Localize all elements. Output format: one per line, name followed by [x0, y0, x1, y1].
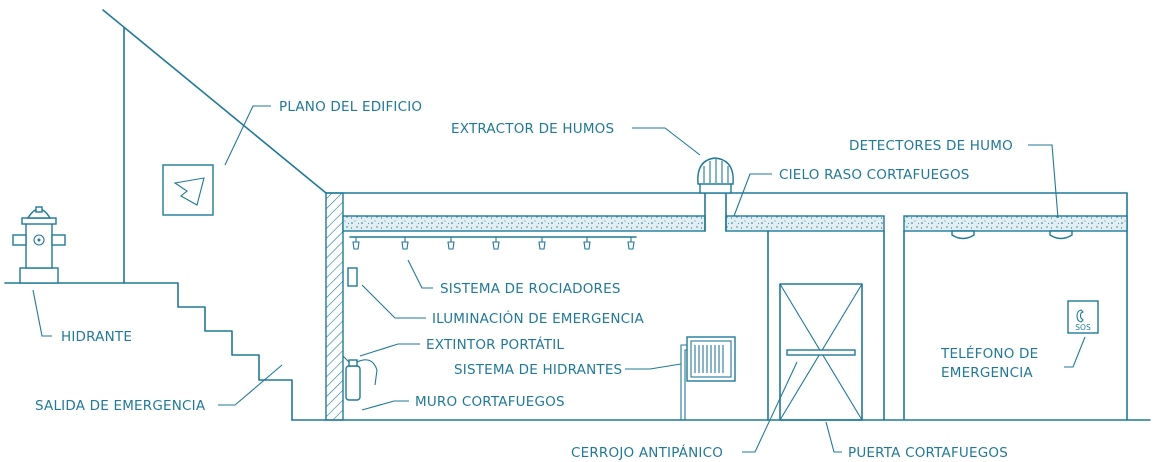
- phone-icon: [1076, 309, 1084, 323]
- label-detectores: DETECTORES DE HUMO: [849, 138, 1013, 154]
- label-cielo: CIELO RASO CORTAFUEGOS: [779, 167, 970, 183]
- hydrant-icon: [12, 206, 66, 284]
- sos-label: SOS: [1075, 323, 1091, 332]
- labels: PLANO DEL EDIFICIO EXTRACTOR DE HUMOS DE…: [35, 99, 1038, 461]
- leader-lines: [32, 105, 1086, 453]
- fire-door: [779, 283, 863, 421]
- label-telefono-2: EMERGENCIA: [941, 365, 1033, 381]
- smoke-detector-icon: [951, 230, 1073, 240]
- label-muro: MURO CORTAFUEGOS: [415, 394, 565, 410]
- firewall: [325, 192, 344, 421]
- label-hidrante: HIDRANTE: [61, 329, 132, 345]
- label-extractor: EXTRACTOR DE HUMOS: [451, 121, 614, 137]
- emergency-light-icon: [347, 267, 358, 287]
- sprinkler-system: [349, 236, 637, 250]
- smoke-extractor-icon: [697, 157, 734, 232]
- emergency-phone-sign: SOS: [1067, 300, 1099, 334]
- label-rociadores: SISTEMA DE ROCIADORES: [440, 281, 621, 297]
- extinguisher-icon: [342, 355, 378, 401]
- ceiling-slab-1: [342, 215, 706, 232]
- label-hidrantes: SISTEMA DE HIDRANTES: [454, 362, 622, 378]
- ceiling-slab-3: [903, 215, 1128, 232]
- label-extintor: EXTINTOR PORTÁTIL: [426, 336, 564, 353]
- hose-cabinet-icon: [680, 336, 736, 420]
- label-puerta: PUERTA CORTAFUEGOS: [848, 445, 1008, 461]
- roof-slope: [102, 9, 327, 194]
- label-iluminacion: ILUMINACIÓN DE EMERGENCIA: [432, 309, 644, 327]
- label-cerrojo: CERROJO ANTIPÁNICO: [571, 444, 723, 461]
- label-plano: PLANO DEL EDIFICIO: [279, 99, 422, 115]
- emergency-stairs: [4, 282, 293, 421]
- building-plan-sign: [162, 164, 214, 216]
- ceiling-slab-2: [725, 215, 885, 232]
- label-telefono-1: TELÉFONO DE: [940, 345, 1038, 362]
- label-salida: SALIDA DE EMERGENCIA: [35, 398, 206, 414]
